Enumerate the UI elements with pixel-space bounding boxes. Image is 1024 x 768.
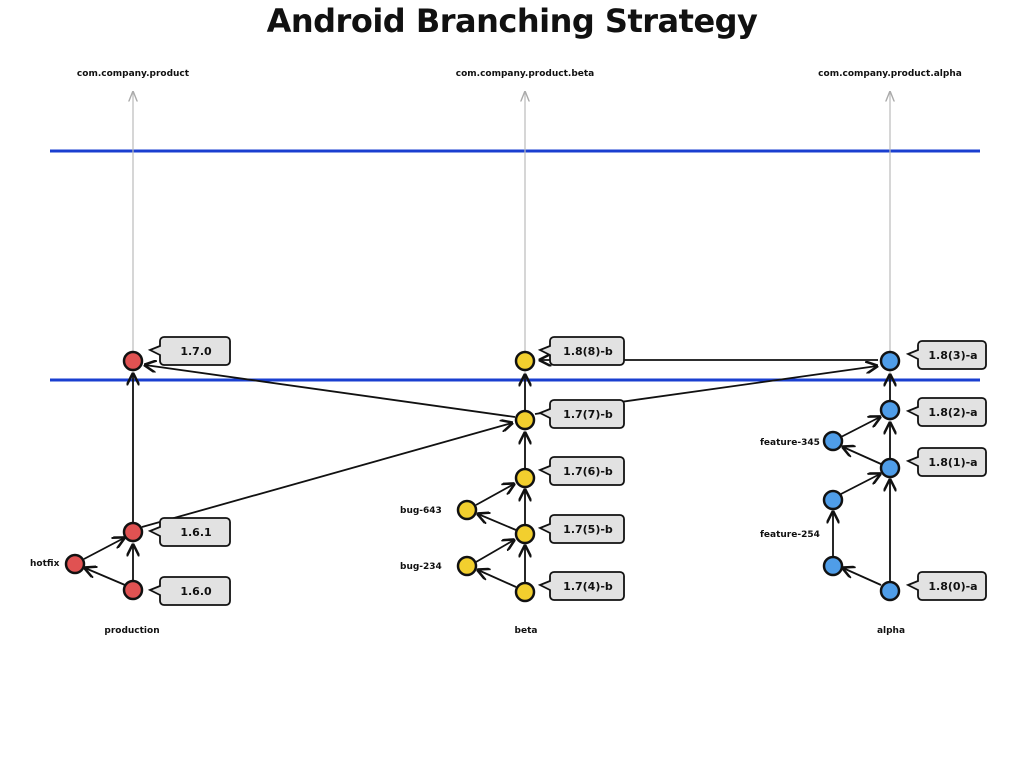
version-label-1-8-8-b: 1.8(8)-b <box>563 345 613 358</box>
commit-nodes <box>64 350 901 603</box>
version-callout: 1.8(1)-a <box>905 447 987 477</box>
diagram-title: Android Branching Strategy <box>266 2 758 40</box>
edge-a0-feat254 <box>843 568 882 586</box>
version-callout: 1.7(7)-b <box>537 399 625 429</box>
version-label-1-8-1-a: 1.8(1)-a <box>928 456 977 469</box>
version-callout: 1.8(8)-b <box>537 336 625 366</box>
edge-p0-hotfix <box>85 568 126 586</box>
side-branch-label-feature-345: feature-345 <box>760 438 820 448</box>
commit-node-1-7-5-b <box>514 523 536 545</box>
version-callout: 1.6.0 <box>147 576 231 606</box>
side-branch-label-bug-643: bug-643 <box>400 506 442 516</box>
commit-node-feature-345 <box>822 430 844 452</box>
commit-node-feature-254-top <box>822 489 844 511</box>
version-label-1-8-3-a: 1.8(3)-a <box>928 349 977 362</box>
edge-a1-feat345 <box>843 447 882 465</box>
commit-node-1-7-7-b <box>514 409 536 431</box>
edge-b4-bug234 <box>478 570 517 588</box>
commit-node-feature-254-bottom <box>822 555 844 577</box>
version-callout: 1.6.1 <box>147 517 231 547</box>
side-branch-label-feature-254: feature-254 <box>760 530 820 540</box>
commit-node-1-8-2-a <box>879 399 901 421</box>
commit-node-1-8-1-a <box>879 457 901 479</box>
commit-node-bug-643 <box>456 499 478 521</box>
version-callout: 1.7.0 <box>147 336 231 366</box>
version-callout: 1.7(6)-b <box>537 456 625 486</box>
edge-bug234-b5 <box>475 540 514 563</box>
branch-label-beta: beta <box>515 626 538 636</box>
version-label-1-6-1: 1.6.1 <box>180 526 211 539</box>
edge-feat345-a2 <box>840 417 880 438</box>
version-label-1-7-7-b: 1.7(7)-b <box>563 408 613 421</box>
commit-node-1-7-6-b <box>514 467 536 489</box>
version-callout: 1.7(5)-b <box>537 514 625 544</box>
edge-p1-b7 <box>141 423 512 528</box>
version-callout: 1.7(4)-b <box>537 571 625 601</box>
package-label-alpha: com.company.product.alpha <box>818 69 962 79</box>
commit-node-1-8-8-b <box>514 350 536 372</box>
version-callout: 1.8(3)-a <box>905 340 987 370</box>
version-callout: 1.8(2)-a <box>905 397 987 427</box>
package-label-production: com.company.product <box>77 69 190 79</box>
version-callout: 1.8(0)-a <box>905 571 987 601</box>
commit-node-1-6-1 <box>122 521 144 543</box>
edge-feat254-a1 <box>840 474 880 495</box>
version-label-1-8-0-a: 1.8(0)-a <box>928 580 977 593</box>
version-label-1-7-4-b: 1.7(4)-b <box>563 580 613 593</box>
side-branch-label-bug-234: bug-234 <box>400 562 442 572</box>
edge-hotfix-p1 <box>83 538 124 560</box>
branch-label-alpha: alpha <box>877 626 905 636</box>
edge-b5-bug643 <box>478 514 517 531</box>
commit-node-hotfix <box>64 553 86 575</box>
commit-node-1-6-0 <box>122 579 144 601</box>
commit-node-1-8-0-a <box>879 580 901 602</box>
version-label-1-7-5-b: 1.7(5)-b <box>563 523 613 536</box>
edge-bug643-b6 <box>475 484 514 506</box>
commit-node-1-7-4-b <box>514 581 536 603</box>
commit-arrows <box>83 360 890 588</box>
version-label-1-7-6-b: 1.7(6)-b <box>563 465 613 478</box>
package-label-beta: com.company.product.beta <box>456 69 595 79</box>
commit-node-1-8-3-a <box>879 350 901 372</box>
side-branch-label-hotfix: hotfix <box>30 559 60 569</box>
branch-label-production: production <box>104 626 159 636</box>
version-label-1-6-0: 1.6.0 <box>180 585 212 598</box>
version-label-1-8-2-a: 1.8(2)-a <box>928 406 977 419</box>
commit-node-bug-234 <box>456 555 478 577</box>
version-label-1-7-0: 1.7.0 <box>180 345 212 358</box>
version-callouts: 1.6.0 1.6.1 1.7.0 1.7(4)-b 1.7(5)-b 1.7(… <box>147 336 987 606</box>
edge-b7-p2 <box>145 365 516 418</box>
commit-node-1-7-0 <box>122 350 144 372</box>
